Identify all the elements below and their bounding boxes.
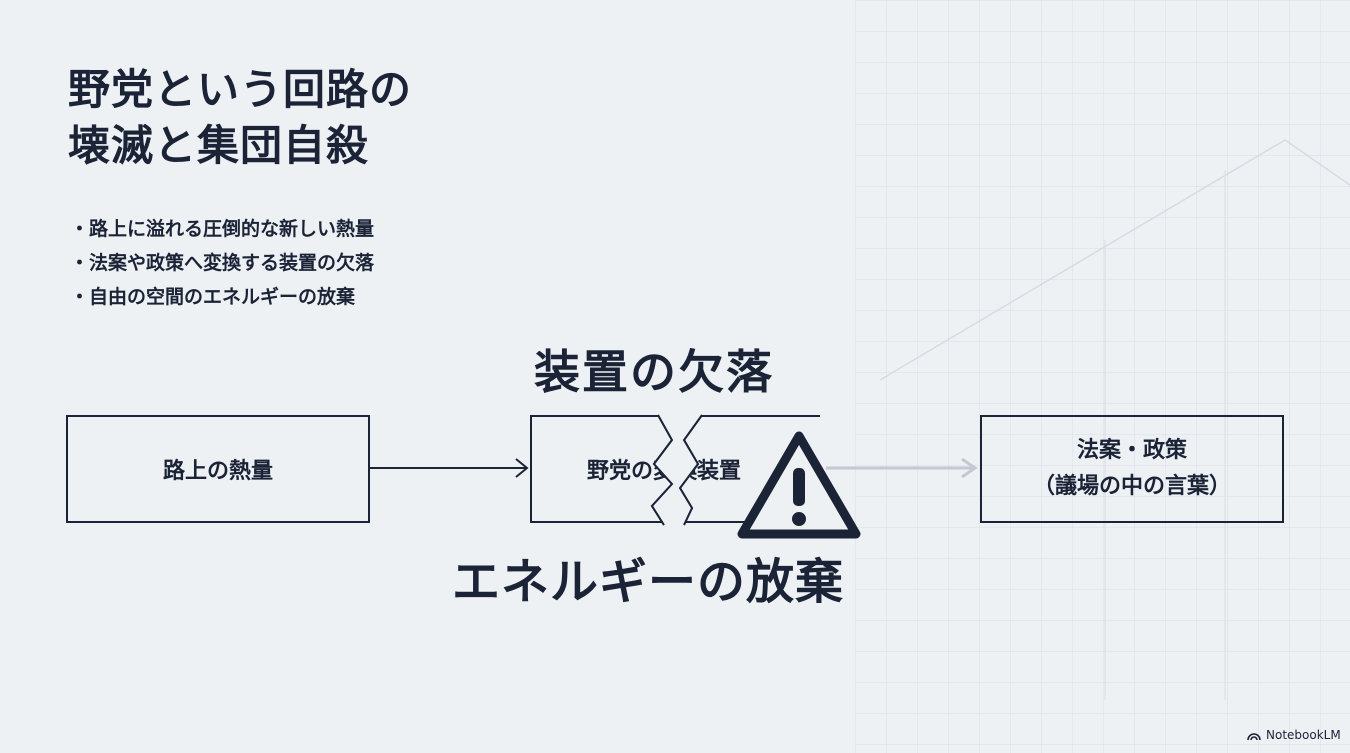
- slide-title-line-1: 野党という回路の: [68, 65, 413, 114]
- bullet-list: 路上に溢れる圧倒的な新しい熱量 法案や政策へ変換する装置の欠落 自由の空間のエネ…: [70, 212, 374, 314]
- node-policy-label: 法案・政策: [1076, 438, 1187, 463]
- label-energy-abandoned: エネルギーの放棄: [452, 554, 845, 610]
- bullet-item: 法案や政策へ変換する装置の欠落: [70, 246, 374, 280]
- crack-icon: [650, 414, 703, 526]
- warning-icon: [737, 431, 861, 539]
- brand-name: NotebookLM: [1266, 728, 1341, 742]
- slide-title-line-2: 壊滅と集団自殺: [68, 121, 370, 170]
- arrow-street-to-device: [370, 458, 529, 478]
- bullet-item: 路上に溢れる圧倒的な新しい熱量: [70, 212, 374, 246]
- notebooklm-logo-icon: [1247, 732, 1261, 740]
- brand-watermark: NotebookLM: [1246, 728, 1341, 742]
- bullet-item: 自由の空間のエネルギーの放棄: [70, 280, 374, 314]
- label-device-missing: 装置の欠落: [534, 345, 774, 399]
- node-street-energy-label: 路上の熱量: [162, 459, 273, 484]
- background-grid: [855, 0, 1350, 753]
- node-policy-sublabel: （議場の中の言葉）: [1032, 474, 1231, 499]
- node-street-energy: 路上の熱量: [66, 415, 370, 523]
- arrow-device-to-policy-faded: [826, 457, 978, 479]
- node-legislation-policy: 法案・政策 （議場の中の言葉）: [980, 415, 1284, 523]
- slide-title: 野党という回路の 壊滅と集団自殺: [68, 62, 412, 174]
